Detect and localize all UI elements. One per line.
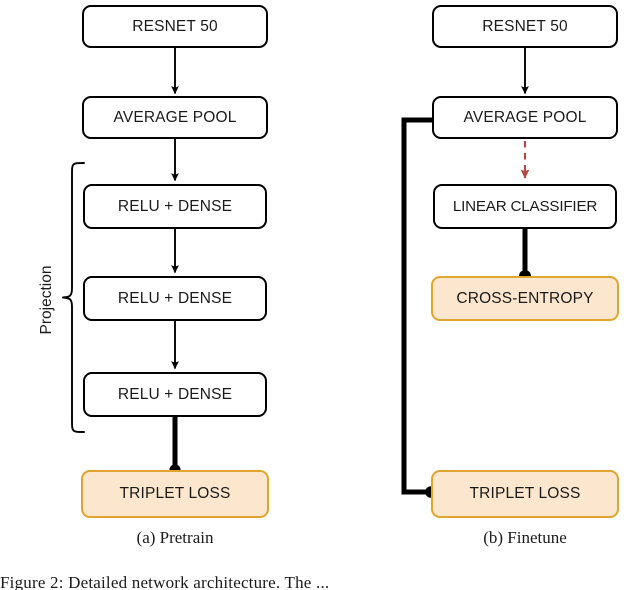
node-label: TRIPLET LOSS [469, 485, 581, 503]
node-label: RELU + DENSE [117, 197, 233, 215]
projection-group-label-text: Projection [38, 265, 55, 335]
finetune-node-average-pool[interactable]: AVERAGE POOL [432, 96, 618, 139]
node-label: AVERAGE POOL [463, 108, 587, 126]
node-label: RELU + DENSE [117, 385, 233, 403]
node-label: AVERAGE POOL [113, 108, 237, 126]
edge-avgpool-to-triplet-loss-routed [401, 117, 433, 495]
pretrain-node-relu-dense-2[interactable]: RELU + DENSE [83, 276, 267, 321]
node-label: LINEAR CLASSIFIER [452, 197, 598, 215]
pretrain-node-average-pool[interactable]: AVERAGE POOL [82, 96, 268, 139]
node-label: RESNET 50 [482, 17, 568, 35]
finetune-node-cross-entropy[interactable]: CROSS-ENTROPY [431, 276, 619, 321]
subcaption-finetune-text: (b) Finetune [483, 528, 567, 547]
pretrain-node-relu-dense-1[interactable]: RELU + DENSE [83, 184, 267, 229]
node-label: RELU + DENSE [117, 289, 233, 307]
pretrain-node-resnet50[interactable]: RESNET 50 [82, 5, 268, 48]
pretrain-node-triplet-loss[interactable]: TRIPLET LOSS [81, 470, 269, 518]
node-label: RESNET 50 [132, 17, 218, 35]
finetune-node-linear-classifier[interactable]: LINEAR CLASSIFIER [433, 184, 617, 229]
subcaption-pretrain: (a) Pretrain [75, 528, 275, 548]
subcaption-finetune: (b) Finetune [425, 528, 625, 548]
figure-caption-text: Figure 2: Detailed network architecture.… [0, 574, 330, 590]
node-label: TRIPLET LOSS [119, 485, 231, 503]
finetune-node-triplet-loss[interactable]: TRIPLET LOSS [431, 470, 619, 518]
projection-group-label: Projection [38, 230, 56, 370]
subcaption-pretrain-text: (a) Pretrain [136, 528, 214, 547]
figure-caption: Figure 2: Detailed network architecture.… [0, 574, 640, 590]
projection-brace [62, 162, 85, 433]
pretrain-node-relu-dense-3[interactable]: RELU + DENSE [83, 372, 267, 417]
finetune-node-resnet50[interactable]: RESNET 50 [432, 5, 618, 48]
node-label: CROSS-ENTROPY [456, 289, 594, 307]
